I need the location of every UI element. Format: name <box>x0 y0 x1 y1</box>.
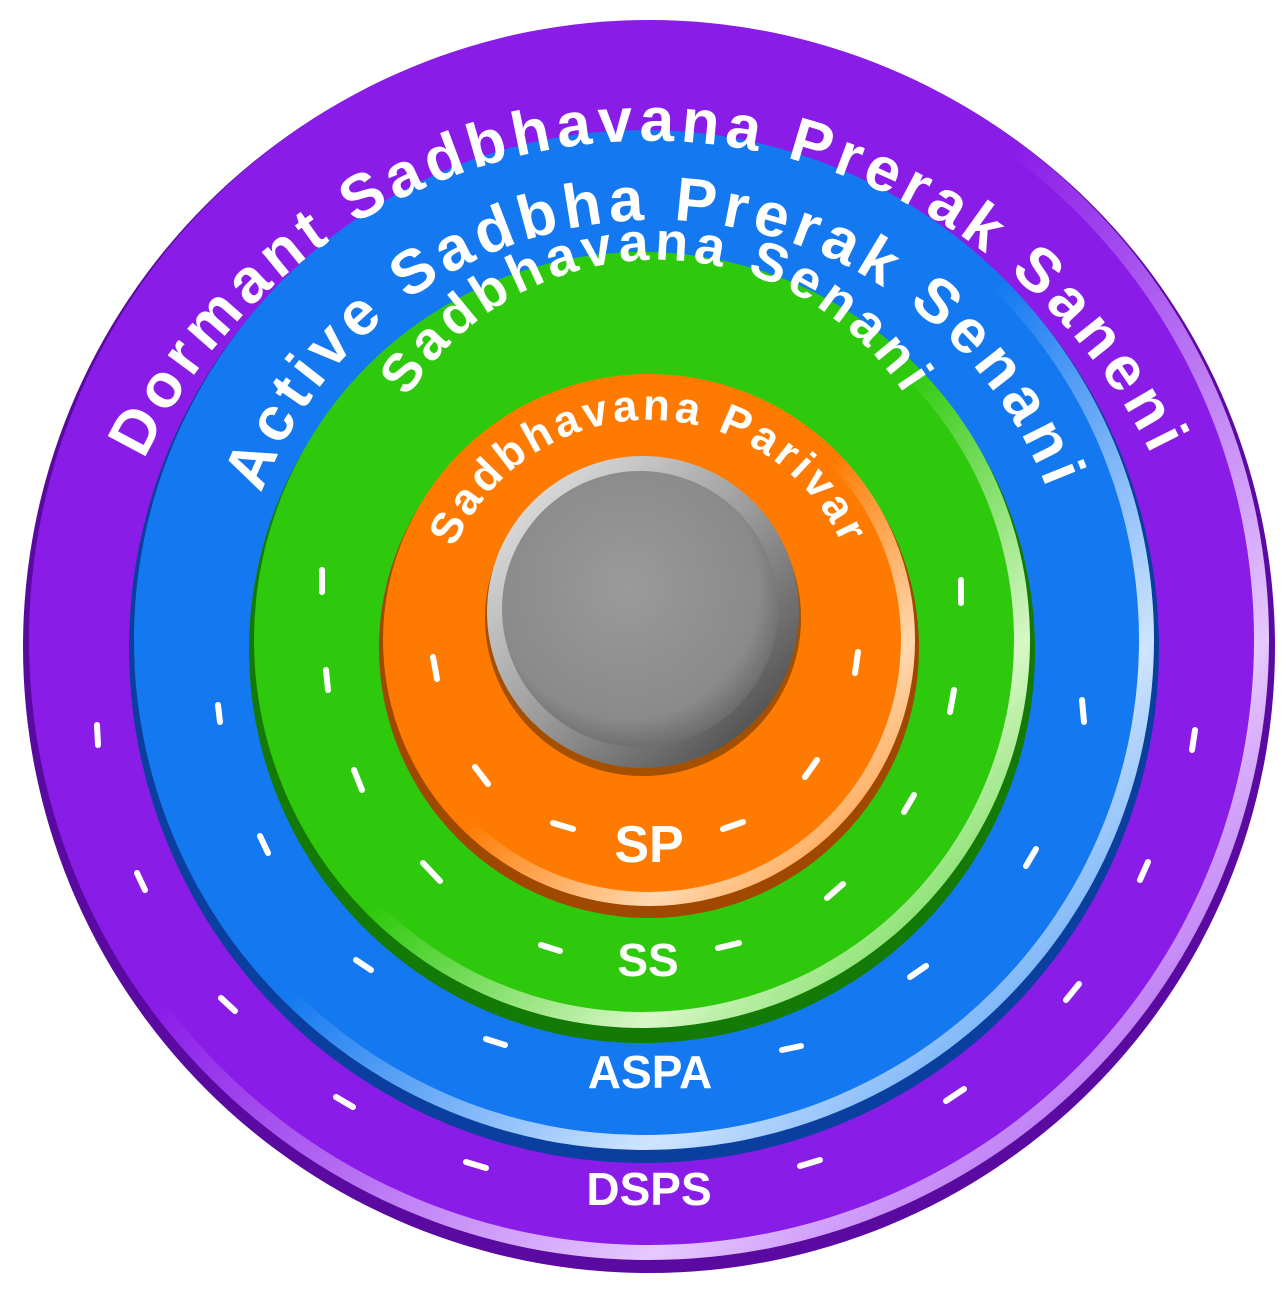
ring-abbr-senani: SS <box>617 934 678 986</box>
dashes-dormant <box>94 697 1198 1171</box>
ring-abbr-active: ASPA <box>588 1046 712 1098</box>
ring-abbr-parivar: SP <box>614 816 683 874</box>
dashes-active <box>215 702 1039 1053</box>
dashes-senani <box>319 567 964 954</box>
core-circle <box>485 456 801 776</box>
ring-abbr-dormant: DSPS <box>586 1163 711 1215</box>
dashes-parivar <box>430 649 861 832</box>
